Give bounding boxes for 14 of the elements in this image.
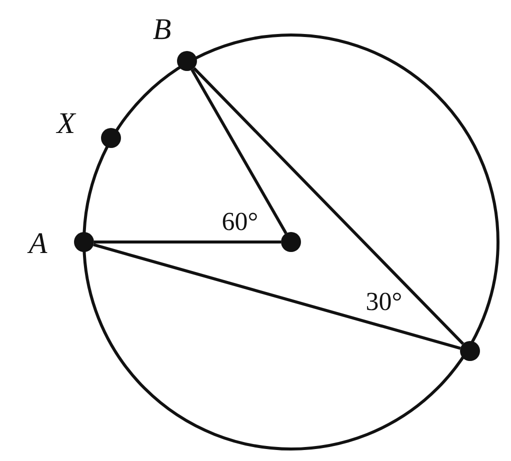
point-label: B [152, 15, 172, 45]
point-dot [281, 232, 301, 252]
line-segment [190, 68, 288, 234]
point-label: X [56, 109, 76, 139]
angle-label: 60° [222, 209, 258, 235]
point-label: A [28, 229, 48, 259]
point-dot [101, 128, 121, 148]
point-dot [177, 51, 197, 71]
line-segment [192, 67, 464, 345]
angle-label: 30° [366, 289, 402, 315]
point-dot [460, 341, 480, 361]
point-dot [74, 232, 94, 252]
line-segment [94, 240, 281, 244]
line-segment [93, 243, 461, 350]
